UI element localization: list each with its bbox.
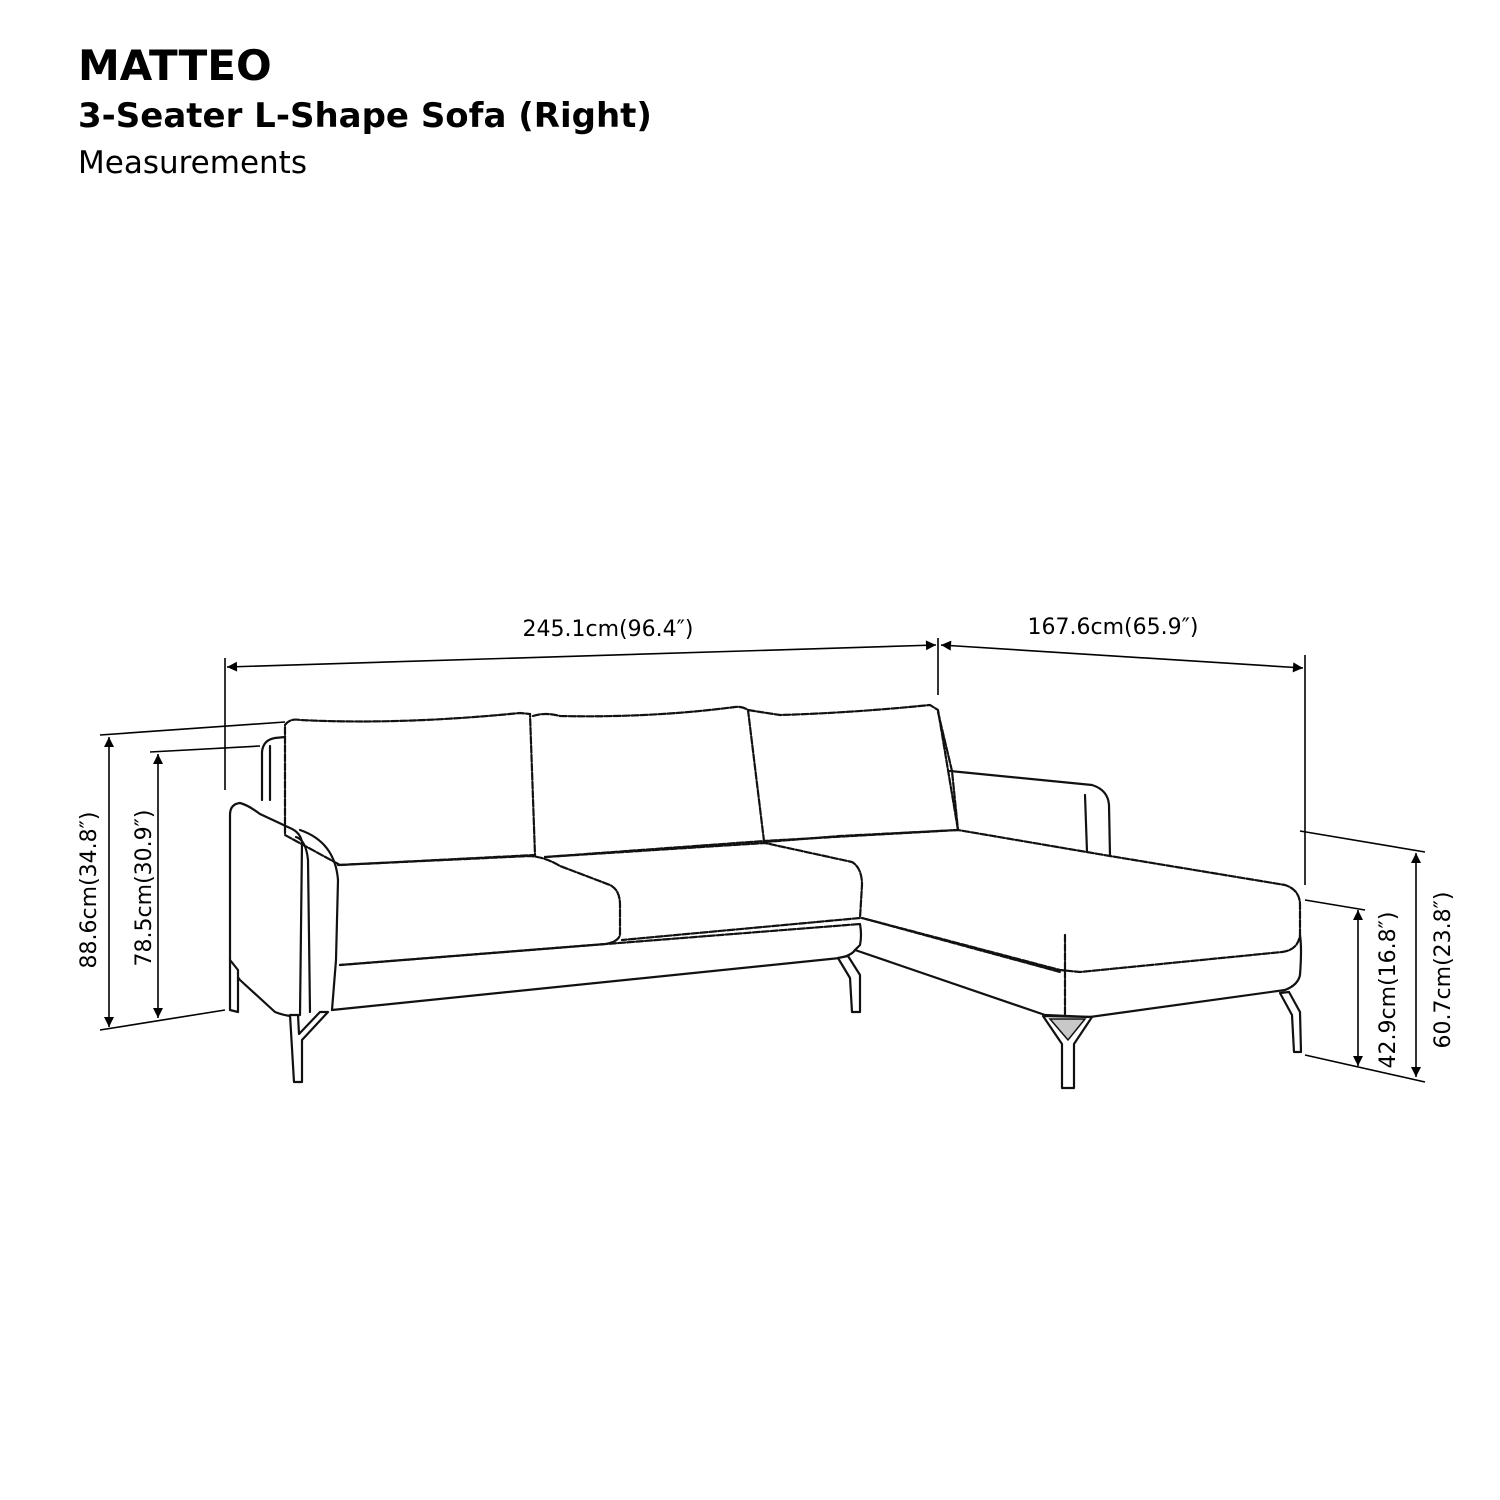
product-title: MATTEO xyxy=(78,41,272,90)
leg-left-front xyxy=(288,1010,330,1084)
chaise-arm xyxy=(948,769,1112,858)
seat-height-label: 42.9cm(16.8″) xyxy=(1376,912,1401,1069)
seat-cushion-left xyxy=(336,854,622,967)
back-cushion-left xyxy=(283,711,537,867)
back-cushion-right xyxy=(746,703,960,843)
chaise-seat xyxy=(763,828,1302,974)
dimension-seat-height: 42.9cm(16.8″) xyxy=(1304,899,1426,1083)
measurements-caption: Measurements xyxy=(78,145,307,181)
chaise-width-label: 167.6cm(65.9″) xyxy=(1028,615,1199,640)
dimension-chaise-width: 167.6cm(65.9″) xyxy=(940,615,1306,885)
dimension-main-width: 245.1cm(96.4″) xyxy=(224,617,939,790)
left-arm xyxy=(228,801,304,1018)
dimension-overall-height: 88.6cm(34.8″) xyxy=(77,721,286,1031)
main-width-label: 245.1cm(96.4″) xyxy=(523,617,694,642)
product-subtitle: 3-Seater L-Shape Sofa (Right) xyxy=(78,96,652,136)
leg-chaise-right xyxy=(1278,990,1303,1054)
chaise-side-height-label: 60.7cm(23.8″) xyxy=(1431,892,1456,1049)
header: MATTEO 3-Seater L-Shape Sofa (Right) Mea… xyxy=(78,40,652,186)
seat-cushion-middle xyxy=(543,841,864,942)
dimension-chaise-side-height: 60.7cm(23.8″) xyxy=(1299,830,1456,1077)
back-cushion-middle xyxy=(531,705,766,859)
dimension-armrest-height: 78.5cm(30.9″) xyxy=(132,745,261,1018)
leg-chaise-front xyxy=(1041,1014,1094,1090)
leg-middle xyxy=(836,954,862,1014)
sofa-illustration xyxy=(228,703,1303,1090)
leg-left-back xyxy=(228,958,240,1014)
overall-height-label: 88.6cm(34.8″) xyxy=(77,812,102,969)
armrest-height-label: 78.5cm(30.9″) xyxy=(132,810,157,967)
